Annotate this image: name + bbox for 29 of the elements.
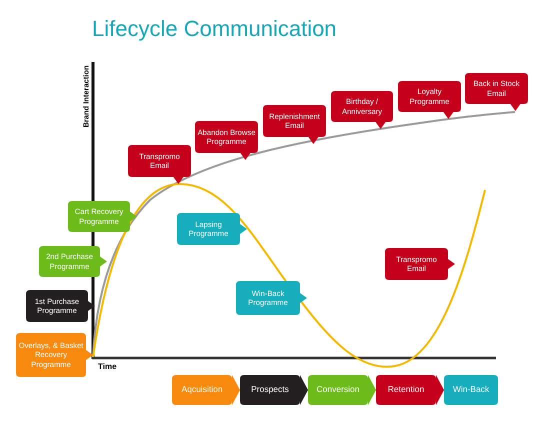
callout-box	[385, 248, 455, 280]
stage-label: Aqcuisition	[181, 385, 223, 395]
chevron-arrow	[300, 375, 308, 405]
callout-box	[16, 333, 93, 377]
stage-label: Prospects	[251, 385, 289, 395]
callout-box	[236, 281, 307, 315]
stage-box	[240, 375, 300, 405]
callout-box	[331, 91, 393, 129]
chart-title: Lifecycle Communication	[92, 16, 337, 42]
chevron-arrow	[436, 375, 444, 405]
callout-box	[263, 105, 326, 144]
chevron-arrow	[232, 375, 240, 405]
axis-label: Time	[98, 362, 117, 371]
stage-box	[376, 375, 436, 405]
stage-box	[308, 375, 368, 405]
callout-box	[39, 246, 107, 277]
callout-box	[26, 290, 95, 322]
stage-label: Conversion	[316, 385, 360, 395]
callout-box	[68, 201, 137, 232]
callout-box	[128, 145, 191, 184]
chevron-arrow	[368, 375, 376, 405]
stage-label: Retention	[388, 385, 424, 395]
stage-box	[172, 375, 232, 405]
callout-box	[177, 213, 247, 245]
stage-box	[444, 375, 498, 405]
callout-box	[465, 73, 528, 111]
stage-label: Win-Back	[452, 385, 490, 395]
callout-box	[398, 81, 461, 119]
callout-box	[195, 121, 258, 160]
